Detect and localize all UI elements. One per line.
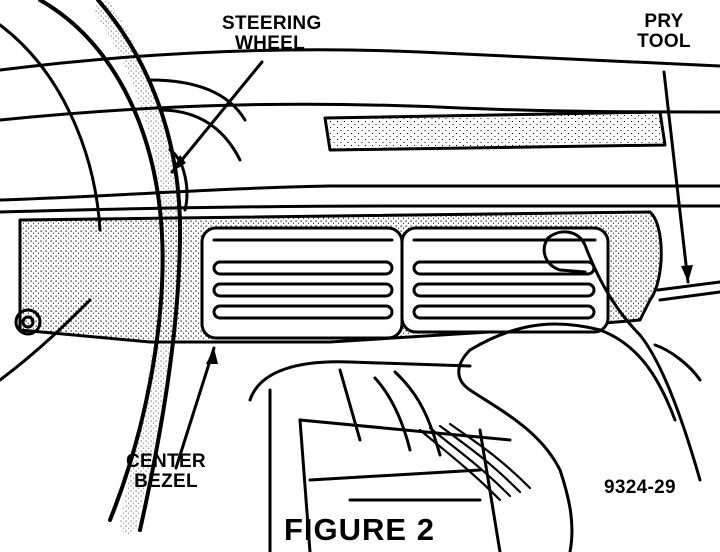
steering-wheel-leader: [170, 60, 264, 174]
center-bezel-label-line1: CENTER: [126, 451, 206, 472]
right-air-vent: [400, 226, 610, 334]
dashboard-top-edge: [0, 48, 720, 72]
steering-wheel-label-line1: STEERING: [222, 13, 322, 34]
left-knob: [14, 308, 42, 336]
steering-wheel-label: STEERING WHEEL: [222, 13, 322, 54]
center-bezel-label-line2: BEZEL: [134, 470, 198, 492]
pry-tool-label-line1: PRY: [644, 11, 684, 32]
center-bezel-arrowhead: [206, 348, 218, 364]
pry-tool: [656, 280, 720, 302]
pry-tool-label: PRY TOOL: [628, 12, 700, 52]
figure-caption: FIGURE 2: [284, 512, 435, 547]
pry-tool-leader: [662, 70, 690, 284]
center-bezel-label: CENTER BEZEL: [118, 452, 214, 492]
dash-line-b: [0, 204, 720, 214]
wiring-harness: [418, 422, 532, 502]
hand: [457, 230, 702, 552]
steering-wheel-arrowhead: [172, 155, 186, 172]
dash-line-a: [0, 184, 720, 202]
pry-tool-label-line2: TOOL: [637, 30, 691, 52]
steering-wheel-label-line2: WHEEL: [234, 32, 306, 54]
steering-wheel-rim-shade: [95, 1, 180, 534]
lower-console: [248, 360, 512, 552]
pry-tool-arrowhead: [681, 265, 693, 282]
figure-reference-number: 9324-29: [604, 477, 676, 498]
left-air-vent: [200, 226, 404, 340]
center-bezel-leader: [174, 346, 216, 470]
upper-recess: [323, 110, 667, 152]
